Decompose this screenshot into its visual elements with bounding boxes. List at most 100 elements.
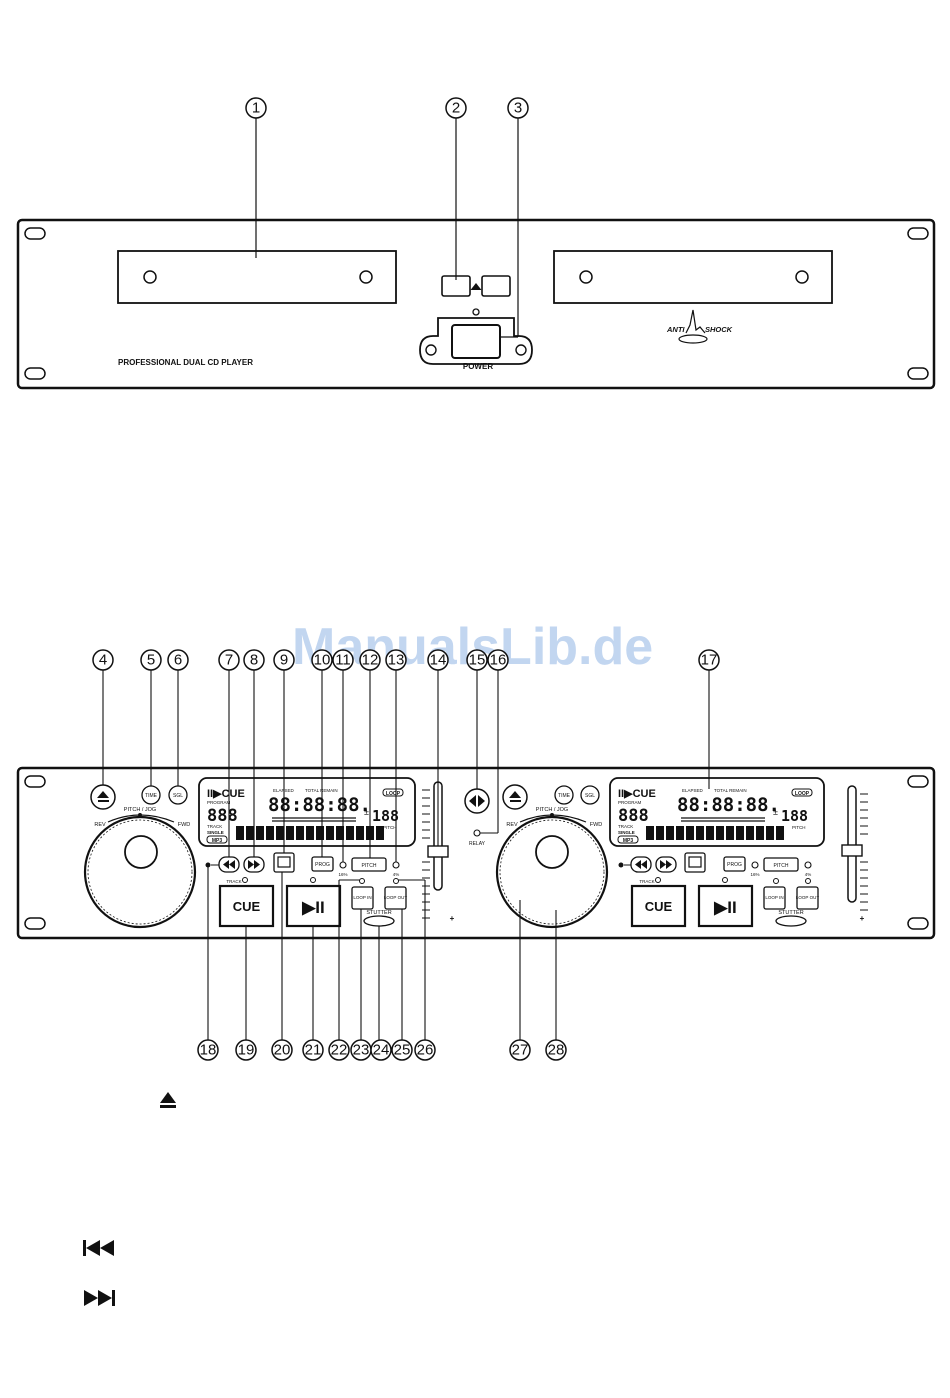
controller-panel: TIME SGL PITCH / JOG REV FWD II▶CUE PROG…	[16, 766, 936, 940]
display-right: II▶CUE PROGRAM 888 TRACK SINGLE MP3 ELAP…	[609, 777, 825, 847]
svg-text:888: 888	[618, 806, 649, 826]
svg-text:PROGRAM: PROGRAM	[618, 800, 642, 805]
brand-label: PROFESSIONAL DUAL CD PLAYER	[118, 358, 253, 367]
callout-25: 25	[394, 1042, 411, 1059]
anti-shock-logo: ANTI SHOCK	[666, 309, 733, 344]
svg-text:SINGLE: SINGLE	[618, 830, 635, 835]
svg-text:FWD: FWD	[590, 822, 603, 828]
skip-forward-icon	[84, 1290, 115, 1306]
svg-text:II▶CUE: II▶CUE	[207, 788, 245, 800]
search-mode-button	[273, 852, 295, 873]
eject-icon	[470, 283, 482, 290]
svg-text:TRACK: TRACK	[618, 824, 633, 829]
skip-forward-button	[655, 856, 677, 873]
reloop-button	[775, 915, 807, 927]
svg-text:REV: REV	[506, 822, 518, 828]
disc-tray-right	[553, 250, 833, 304]
svg-text:MP3: MP3	[623, 838, 634, 844]
svg-text:16%: 16%	[750, 872, 759, 877]
callout-4: 4	[99, 652, 107, 669]
pitch-fader-right	[847, 785, 857, 903]
skip-back-icon	[635, 860, 647, 869]
skip-forward-icon	[248, 860, 260, 869]
svg-text:STUTTER: STUTTER	[366, 910, 391, 916]
callout-18: 18	[200, 1042, 217, 1059]
svg-text:SGL: SGL	[585, 793, 595, 799]
front-panel: POWER PROFESSIONAL DUAL CD PLAYER ANTI S…	[16, 218, 936, 390]
callout-11: 11	[335, 652, 351, 669]
callout-20: 20	[274, 1042, 291, 1059]
eject-icon	[97, 791, 109, 798]
svg-text:TRACK: TRACK	[639, 879, 654, 884]
left-deck: TIME SGL PITCH / JOG REV FWD II▶CUE PROG…	[83, 777, 449, 929]
disc-tray-left	[117, 250, 397, 304]
display-segment-bar	[646, 826, 784, 840]
jog-wheel-left	[83, 815, 197, 929]
svg-text:PITCH: PITCH	[362, 863, 377, 869]
svg-text:4%: 4%	[805, 872, 812, 877]
svg-text:+: +	[860, 914, 865, 923]
svg-text:188: 188	[781, 807, 808, 825]
display-left: II▶CUE PROGRAM 888 TRACK SINGLE MP3 ELAP…	[198, 777, 416, 847]
callout-10: 10	[314, 652, 331, 669]
svg-text:REV: REV	[94, 822, 106, 828]
callout-5: 5	[147, 652, 155, 669]
svg-text:±: ±	[773, 807, 778, 817]
svg-text:STUTTER: STUTTER	[778, 910, 803, 916]
display-segment-bar	[236, 826, 384, 840]
svg-text:PROG: PROG	[315, 862, 330, 868]
svg-text:SHOCK: SHOCK	[705, 325, 733, 334]
legend-icons	[83, 1092, 176, 1306]
reloop-button	[363, 915, 395, 927]
svg-text:LOOP: LOOP	[386, 791, 401, 797]
time-button	[554, 785, 574, 805]
controller-callouts	[102, 670, 710, 1040]
cue-button	[630, 884, 687, 928]
svg-text:±: ±	[364, 807, 369, 817]
svg-text:LOOP IN: LOOP IN	[765, 895, 783, 900]
callout-23: 23	[353, 1042, 370, 1059]
play-pause-button	[697, 884, 754, 928]
callout-6: 6	[174, 652, 182, 669]
svg-text:PROG: PROG	[727, 862, 742, 868]
callout-12: 12	[362, 652, 379, 669]
svg-text:FWD: FWD	[178, 822, 191, 828]
right-deck: TIME SGL PITCH / JOG REV FWD II▶CUE PROG…	[495, 777, 868, 929]
callout-1: 1	[252, 100, 260, 117]
svg-text:PROGRAM: PROGRAM	[207, 800, 231, 805]
skip-back-button	[630, 856, 652, 873]
svg-text:PITCH: PITCH	[774, 863, 789, 869]
callout-2: 2	[452, 100, 460, 117]
svg-text:TIME: TIME	[558, 793, 571, 799]
pitch-button	[763, 857, 799, 872]
svg-text:4%: 4%	[393, 872, 400, 877]
svg-text:888: 888	[207, 806, 238, 826]
loop-in-button	[763, 886, 786, 910]
callout-17: 17	[701, 652, 718, 669]
callout-26: 26	[417, 1042, 434, 1059]
svg-text:+: +	[450, 914, 455, 923]
svg-text:CUE: CUE	[645, 899, 673, 914]
svg-text:▶II: ▶II	[301, 898, 325, 917]
top-callouts: 1 2 3	[245, 97, 529, 338]
svg-text:SGL: SGL	[173, 793, 183, 799]
loop-out-button	[796, 886, 819, 910]
svg-text:PITCH: PITCH	[383, 825, 397, 830]
eject-icon	[509, 791, 521, 798]
svg-text:MP3: MP3	[212, 838, 223, 844]
svg-text:PITCH: PITCH	[792, 825, 806, 830]
callout-15: 15	[469, 652, 486, 669]
svg-text:TIME: TIME	[145, 793, 158, 799]
callout-8: 8	[250, 652, 258, 669]
loop-in-button	[351, 886, 374, 910]
svg-text:PITCH / JOG: PITCH / JOG	[124, 807, 156, 813]
svg-text:LOOP IN: LOOP IN	[353, 895, 371, 900]
power-switch	[451, 324, 501, 359]
jog-wheel-right	[495, 815, 609, 929]
search-mode-button	[684, 852, 706, 873]
svg-text:ELAPSED: ELAPSED	[682, 788, 704, 793]
eject-button	[502, 784, 528, 810]
sgl-button	[580, 785, 600, 805]
callout-circles	[92, 649, 720, 1061]
relay-arrows-icon	[469, 795, 485, 807]
